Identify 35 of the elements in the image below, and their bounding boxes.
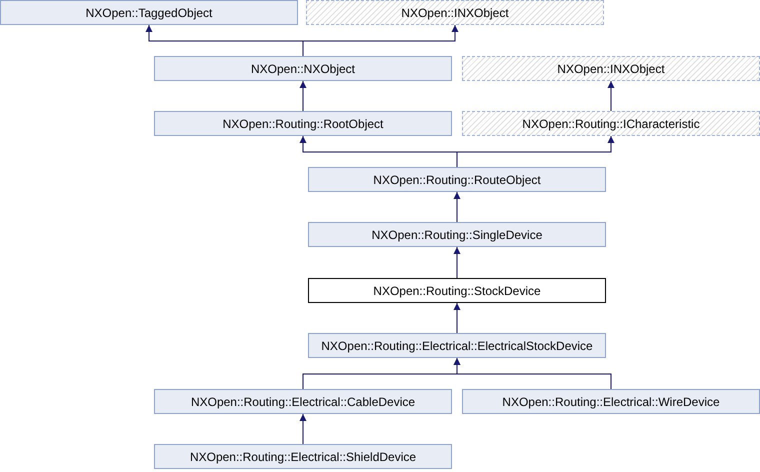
class-name: NXOpen::Routing::SingleDevice bbox=[372, 228, 542, 242]
class-name: NXOpen::Routing::Electrical::ElectricalStockDevice bbox=[321, 338, 593, 352]
class-name: NXOpen::INXObject bbox=[557, 62, 665, 76]
class-name: NXOpen::INXObject bbox=[401, 6, 509, 20]
inheritance-arrow bbox=[454, 358, 612, 390]
inheritance-arrow bbox=[456, 136, 614, 168]
inheritance-arrow bbox=[300, 414, 306, 444]
class-box bbox=[154, 56, 452, 81]
class-box bbox=[154, 111, 452, 136]
class-box bbox=[308, 222, 606, 247]
class-name: NXOpen::Routing::Electrical::ShieldDevice bbox=[190, 450, 416, 464]
class-name: NXOpen::Routing::StockDevice bbox=[373, 284, 541, 298]
undocumented-class-box bbox=[306, 0, 604, 25]
inheritance-arrow bbox=[454, 192, 460, 222]
class-box bbox=[462, 389, 760, 414]
undocumented-class-box bbox=[462, 56, 760, 81]
class-name: NXOpen::TaggedObject bbox=[86, 6, 212, 20]
class-box bbox=[308, 333, 606, 358]
class-box bbox=[154, 444, 452, 469]
inheritance-arrow bbox=[454, 302, 460, 334]
class-name: NXOpen::Routing::RootObject bbox=[222, 116, 384, 130]
class-box bbox=[308, 278, 606, 303]
class-name: NXOpen::NXObject bbox=[250, 62, 356, 76]
class-name: NXOpen::Routing::RouteObject bbox=[373, 172, 541, 186]
undocumented-class-box bbox=[462, 111, 760, 136]
inheritance-arrow bbox=[454, 246, 460, 278]
inheritance-arrow bbox=[608, 80, 614, 112]
class-name: NXOpen::Routing::Electrical::WireDevice bbox=[502, 394, 720, 408]
class-box bbox=[0, 0, 298, 25]
class-box bbox=[154, 389, 452, 414]
class-name: NXOpen::Routing::ICharacteristic bbox=[522, 116, 700, 130]
class-box bbox=[308, 167, 606, 192]
inheritance-arrow bbox=[302, 24, 458, 56]
class-name: NXOpen::Routing::Electrical::CableDevice bbox=[190, 394, 416, 408]
inheritance-arrow bbox=[300, 80, 306, 112]
